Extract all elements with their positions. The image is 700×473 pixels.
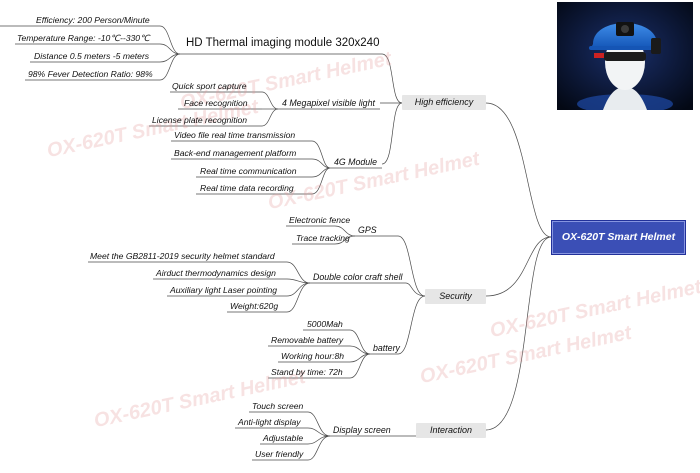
thermal-module-label: HD Thermal imaging module 320x240 [186, 37, 380, 49]
gps-label: GPS [358, 225, 377, 235]
branch-high-efficiency: High efficiency [402, 95, 486, 110]
shell-label: Double color craft shell [313, 272, 403, 282]
display-item: Adjustable [263, 433, 304, 443]
display-screen-label: Display screen [333, 425, 391, 435]
visible-item: Face recognition [184, 98, 248, 108]
display-item: Anti-light display [238, 417, 301, 427]
thermal-item: Temperature Range: -10℃--330℃ [17, 33, 150, 43]
shell-item: Weight:620g [230, 301, 279, 311]
branch-security: Security [425, 289, 486, 304]
gps-item: Trace tracking [296, 233, 350, 243]
thermal-item: Efficiency: 200 Person/Minute [36, 15, 150, 25]
center-node: OX-620T Smart Helmet [551, 220, 686, 255]
visible-item: Quick sport capture [172, 81, 247, 91]
helmet-product-image [557, 2, 693, 110]
gps-item: Electronic fence [289, 215, 351, 225]
battery-item: Working hour:8h [281, 351, 345, 361]
visible-item: License plate recognition [152, 115, 248, 125]
shell-item: Airduct thermodynamics design [156, 268, 276, 278]
thermal-item: 98% Fever Detection Ratio: 98% [28, 69, 153, 79]
module-4g-item: Back-end management platform [174, 148, 297, 158]
shell-item: Meet the GB2811-2019 security helmet sta… [90, 251, 275, 261]
module-4g-item: Video file real time transmission [174, 130, 296, 140]
battery-item: Removable battery [271, 335, 344, 345]
module-4g-item: Real time data recording [200, 183, 294, 193]
visible-light-label: 4 Megapixel visible light [282, 98, 375, 108]
battery-label: battery [373, 343, 400, 353]
display-item: Touch screen [252, 401, 304, 411]
battery-item: Stand by time: 72h [271, 367, 343, 377]
display-item: User friendly [255, 449, 304, 459]
branch-interaction: Interaction [416, 423, 486, 438]
battery-item: 5000Mah [307, 319, 343, 329]
thermal-item: Distance 0.5 meters -5 meters [34, 51, 150, 61]
module-4g-label: 4G Module [334, 157, 378, 167]
module-4g-item: Real time communication [200, 166, 297, 176]
shell-item: Auxiliary light Laser pointing [170, 285, 278, 295]
